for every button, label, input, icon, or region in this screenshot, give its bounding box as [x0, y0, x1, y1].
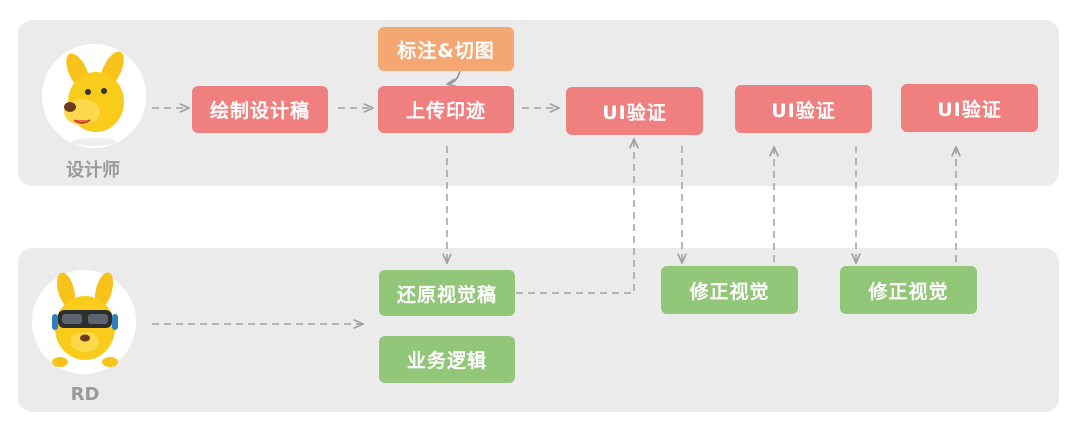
node-fix-visual-2: 修正视觉 — [840, 266, 977, 314]
connector-annotate-to-upload — [448, 69, 461, 84]
designer-avatar — [42, 44, 146, 148]
node-upload-yinji: 上传印迹 — [378, 86, 514, 133]
designer-lane — [18, 20, 1059, 186]
node-annotate-slice: 标注&切图 — [378, 27, 514, 71]
node-fix-visual-1: 修正视觉 — [661, 266, 798, 314]
node-business-logic: 业务逻辑 — [379, 336, 515, 383]
node-ui-check-2: UI验证 — [735, 85, 872, 133]
node-restore-design: 还原视觉稿 — [379, 270, 515, 316]
node-draw-design: 绘制设计稿 — [192, 86, 328, 133]
rd-avatar — [32, 270, 136, 374]
designer-role-label: 设计师 — [66, 160, 120, 181]
connector-restore-to-uicheck1 — [516, 140, 634, 294]
yellow-kangaroo-vr-headset-mascot-icon — [32, 270, 136, 374]
rd-role-label: RD — [70, 384, 100, 405]
node-ui-check-3: UI验证 — [901, 84, 1038, 132]
yellow-kangaroo-mascot-icon — [42, 44, 146, 148]
node-ui-check-1: UI验证 — [566, 87, 703, 135]
